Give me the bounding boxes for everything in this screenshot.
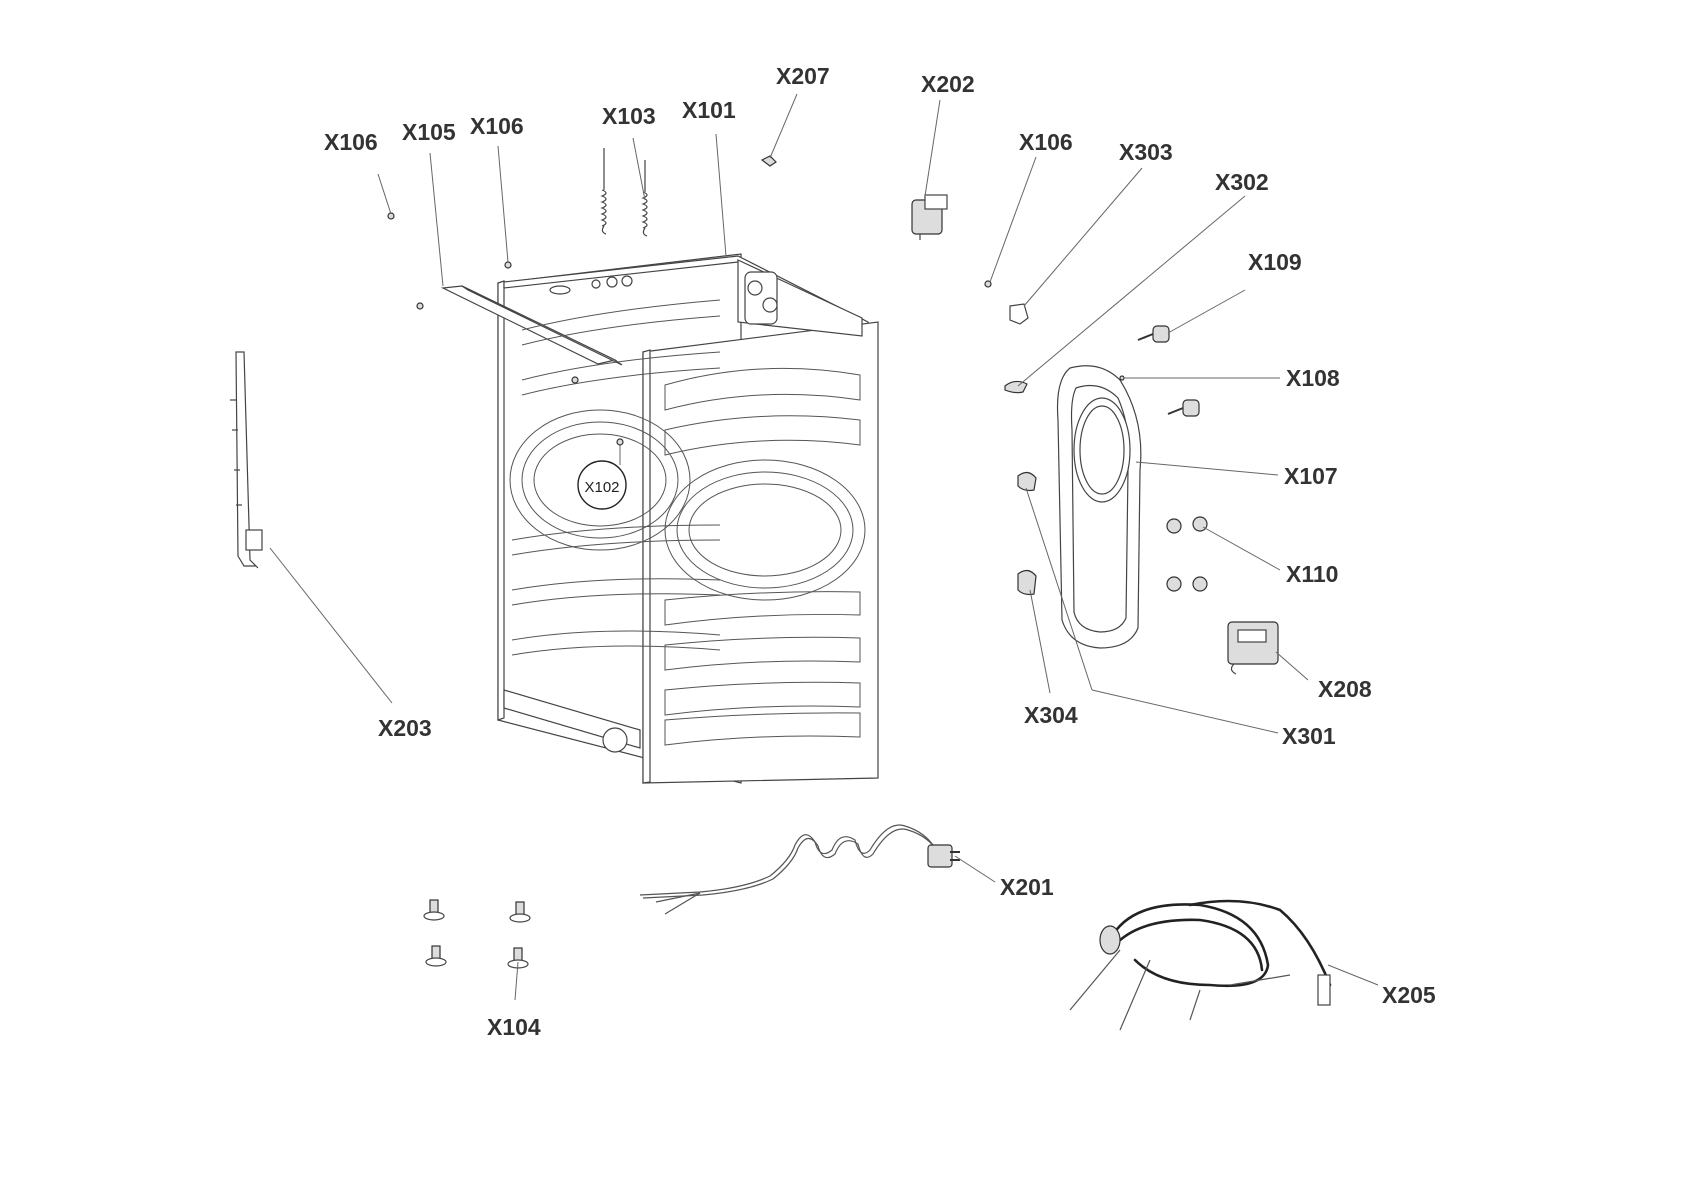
callout-x104: X104 [487, 1014, 541, 1040]
caps-x110 [1166, 516, 1208, 592]
screw-x106-c [984, 280, 992, 288]
callout-x208: X208 [1318, 676, 1372, 702]
x102-circle [577, 460, 627, 510]
callout-x106-b: X106 [470, 113, 524, 139]
part-x202 [911, 194, 948, 240]
callout-x203: X203 [378, 715, 432, 741]
callout-x110: X110 [1286, 561, 1338, 587]
part-x109-b [1167, 399, 1200, 417]
callout-x106-c: X106 [1019, 129, 1073, 155]
callout-x201: X201 [1000, 874, 1054, 900]
hinge-x301 [1017, 471, 1037, 492]
screw-x106-b [504, 261, 512, 269]
door-panel-x107 [1056, 365, 1142, 649]
callout-x205: X205 [1382, 982, 1436, 1008]
callout-x102: X102 [584, 479, 619, 496]
clip-x207 [760, 155, 777, 167]
callout-x303: X303 [1119, 139, 1173, 165]
hinge-x304 [1017, 569, 1037, 596]
callout-x301: X301 [1282, 723, 1336, 749]
feet-x104 [423, 899, 531, 969]
callout-x106-a: X106 [324, 129, 378, 155]
power-cord-x201 [639, 824, 960, 915]
part-x302 [1004, 380, 1028, 394]
callout-x304: X304 [1024, 702, 1078, 728]
leader-lines [269, 93, 1379, 1001]
callout-x207: X207 [776, 63, 830, 89]
callout-x202: X202 [921, 71, 975, 97]
cabinet-x101 [440, 253, 879, 784]
part-x109 [1137, 325, 1170, 343]
callout-x107: X107 [1284, 463, 1338, 489]
wiring-harness-x205 [1069, 899, 1332, 1031]
callout-x101: X101 [682, 97, 736, 123]
callout-x109: X109 [1248, 249, 1302, 275]
springs-x103 [600, 148, 648, 237]
bracket-x203 [230, 351, 263, 569]
part-x303 [1009, 303, 1029, 325]
callout-x103: X103 [602, 103, 656, 129]
callout-x105: X105 [402, 119, 456, 145]
box-x208 [1227, 621, 1279, 675]
callout-x108: X108 [1286, 365, 1340, 391]
callout-x302: X302 [1215, 169, 1269, 195]
